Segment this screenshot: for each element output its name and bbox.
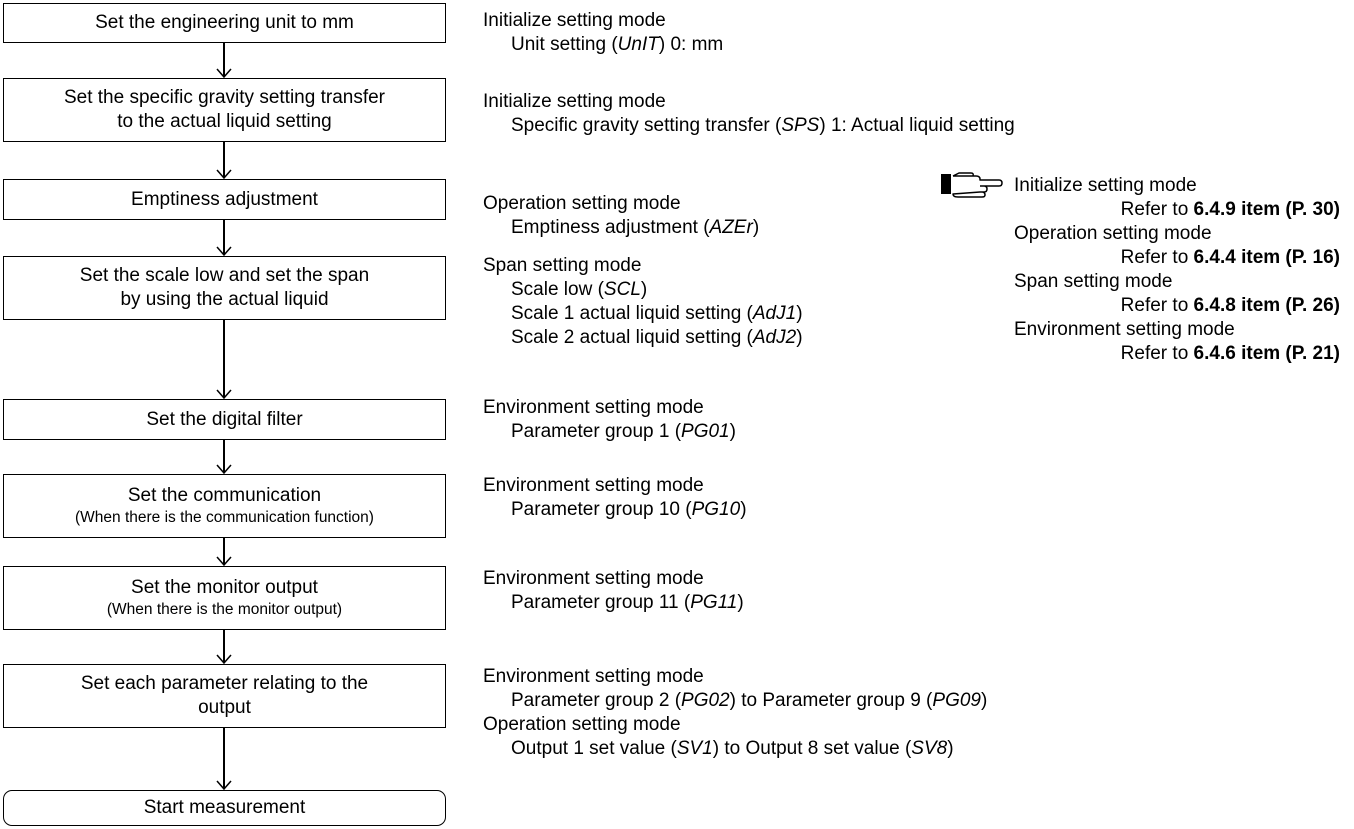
note-detail: Unit setting (UnIT) 0: mm (511, 34, 724, 55)
step-box-emptiness: Emptiness adjustment (3, 179, 446, 220)
step-label: Set the monitor output (131, 577, 318, 598)
step-sublabel: (When there is the monitor output) (106, 601, 343, 618)
note-specific-gravity: Initialize setting mode Specific gravity… (483, 90, 1015, 138)
note-mode: Initialize setting mode (483, 10, 666, 31)
step-label: output (198, 697, 251, 718)
step-label: Set each parameter relating to the (80, 673, 369, 694)
reference-mode: Operation setting mode (1014, 223, 1212, 244)
note-output-parameters: Environment setting mode Parameter group… (483, 665, 987, 761)
reference-link: Refer to 6.4.9 item (P. 30) (1120, 199, 1340, 220)
note-scale-span: Span setting mode Scale low (SCL) Scale … (483, 254, 803, 350)
note-detail: Scale 1 actual liquid setting (AdJ1) (511, 303, 803, 324)
step-label: Set the specific gravity setting transfe… (63, 87, 386, 108)
step-label: Set the digital filter (146, 408, 303, 430)
reference-link: Refer to 6.4.8 item (P. 26) (1120, 295, 1340, 316)
note-detail: Parameter group 10 (PG10) (511, 499, 747, 520)
step-box-monitor-output: Set the monitor output (When there is th… (3, 566, 446, 630)
note-mode: Environment setting mode (483, 666, 704, 687)
note-mode: Environment setting mode (483, 568, 704, 589)
step-label: Set the scale low and set the span (79, 265, 370, 286)
step-sublabel: (When there is the communication functio… (75, 509, 374, 526)
note-detail: Emptiness adjustment (AZEr) (511, 217, 760, 238)
note-detail: Scale 2 actual liquid setting (AdJ2) (511, 327, 803, 348)
step-box-specific-gravity: Set the specific gravity setting transfe… (3, 78, 446, 142)
note-mode: Span setting mode (483, 255, 642, 276)
note-mode: Initialize setting mode (483, 91, 666, 112)
note-detail: Parameter group 11 (PG11) (511, 592, 744, 613)
reference-mode: Environment setting mode (1014, 319, 1235, 340)
reference-link: Refer to 6.4.4 item (P. 16) (1120, 247, 1340, 268)
note-digital-filter: Environment setting mode Parameter group… (483, 396, 736, 444)
note-mode: Environment setting mode (483, 397, 704, 418)
step-box-communication: Set the communication (When there is the… (3, 474, 446, 538)
pointing-hand-icon (941, 172, 1003, 198)
note-detail: Parameter group 1 (PG01) (511, 421, 736, 442)
step-label: Set the communication (127, 485, 322, 506)
step-label: Set the engineering unit to mm (95, 12, 354, 33)
note-detail: Scale low (SCL) (511, 279, 648, 300)
step-label: Start measurement (143, 797, 306, 818)
note-detail: Parameter group 2 (PG02) to Parameter gr… (511, 690, 988, 711)
note-communication: Environment setting mode Parameter group… (483, 474, 747, 522)
step-box-unit: Set the engineering unit to mm (3, 3, 446, 43)
note-unit: Initialize setting mode Unit setting (Un… (483, 9, 723, 57)
step-box-digital-filter: Set the digital filter (3, 399, 446, 440)
note-mode: Operation setting mode (483, 193, 681, 214)
reference-mode: Span setting mode (1014, 271, 1173, 292)
note-monitor-output: Environment setting mode Parameter group… (483, 567, 744, 615)
step-label: to the actual liquid setting (117, 111, 332, 132)
reference-list: Initialize setting mode Refer to 6.4.9 i… (1014, 174, 1340, 366)
note-mode: Environment setting mode (483, 475, 704, 496)
step-box-output-parameters: Set each parameter relating to the outpu… (3, 664, 446, 728)
step-label: by using the actual liquid (120, 289, 329, 310)
note-detail: Output 1 set value (SV1) to Output 8 set… (511, 738, 954, 759)
reference-mode: Initialize setting mode (1014, 175, 1197, 196)
step-box-scale-span: Set the scale low and set the span by us… (3, 256, 446, 320)
note-emptiness: Operation setting mode Emptiness adjustm… (483, 192, 759, 240)
step-box-start-measurement: Start measurement (3, 790, 446, 826)
step-label: Emptiness adjustment (131, 188, 318, 210)
note-mode: Operation setting mode (483, 714, 681, 735)
note-detail: Specific gravity setting transfer (SPS) … (511, 115, 1015, 136)
reference-link: Refer to 6.4.6 item (P. 21) (1120, 343, 1340, 364)
